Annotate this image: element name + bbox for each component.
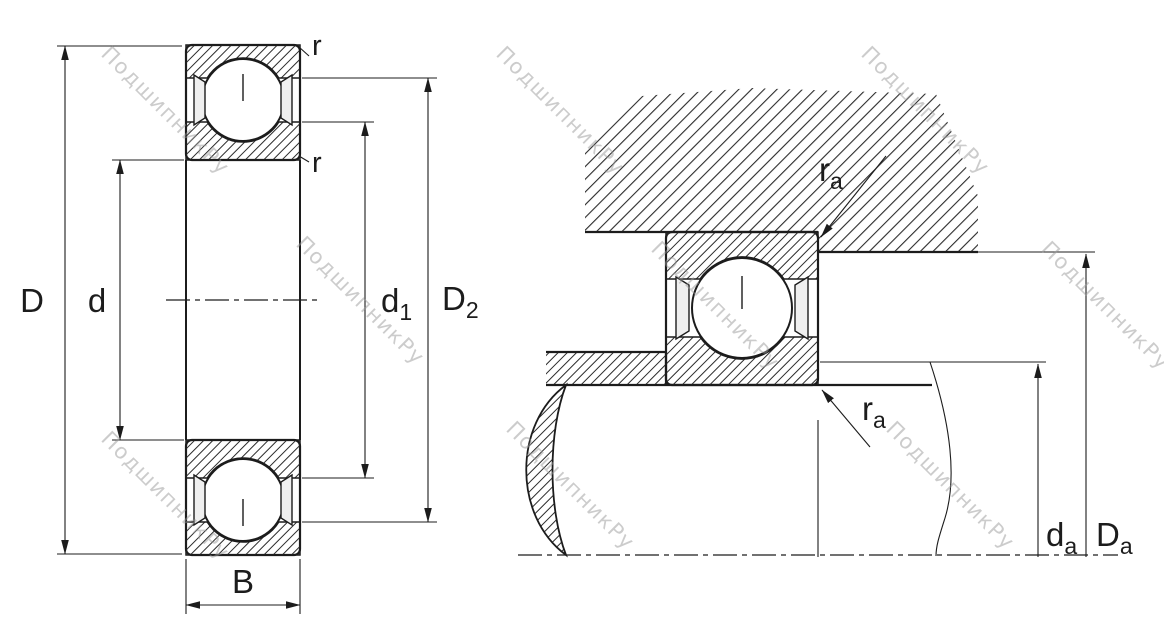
dim-label-ra-top: ra: [819, 151, 843, 194]
watermark-text: ПодшипникРу: [501, 417, 639, 555]
dim-label-D: D: [20, 282, 44, 319]
mounted-outer-ring-section: [665, 231, 819, 280]
dim-label-r-bottom: r: [312, 147, 322, 179]
housing-section: [585, 88, 978, 252]
r-leader-bottom: [298, 155, 310, 163]
mounted-view: ra ra da Da: [518, 88, 1133, 559]
watermark-text: ПодшипникРу: [1036, 237, 1164, 375]
seal-right-mounted: [794, 275, 809, 341]
seal-left-top: [193, 73, 206, 127]
seal-right-top: [280, 73, 293, 127]
dim-label-r-top: r: [312, 30, 322, 62]
shaft-break-line: [929, 361, 952, 557]
mounted-inner-ring-section: [665, 336, 819, 386]
dim-label-D2: D2: [442, 280, 479, 323]
seal-left-bottom: [193, 473, 206, 527]
dim-label-B: B: [232, 563, 254, 600]
seal-left-mounted: [675, 275, 690, 341]
ra-leader-bottom: [821, 389, 871, 448]
dim-label-d1: d1: [381, 282, 412, 325]
dim-label-Da: Da: [1096, 516, 1133, 559]
front-view: D d d1 D2 B r r: [20, 30, 479, 614]
watermark-text: ПодшипникРу: [491, 42, 629, 180]
r-leader-top: [298, 46, 310, 57]
shaft-shoulder-section: [546, 352, 666, 385]
watermark-text: ПодшипникРу: [881, 417, 1019, 555]
ra-leader-top: [820, 155, 887, 238]
seal-right-bottom: [280, 473, 293, 527]
dim-label-ra-bottom: ra: [862, 390, 886, 433]
dim-label-d: d: [88, 282, 106, 319]
dim-label-da: da: [1046, 516, 1077, 559]
